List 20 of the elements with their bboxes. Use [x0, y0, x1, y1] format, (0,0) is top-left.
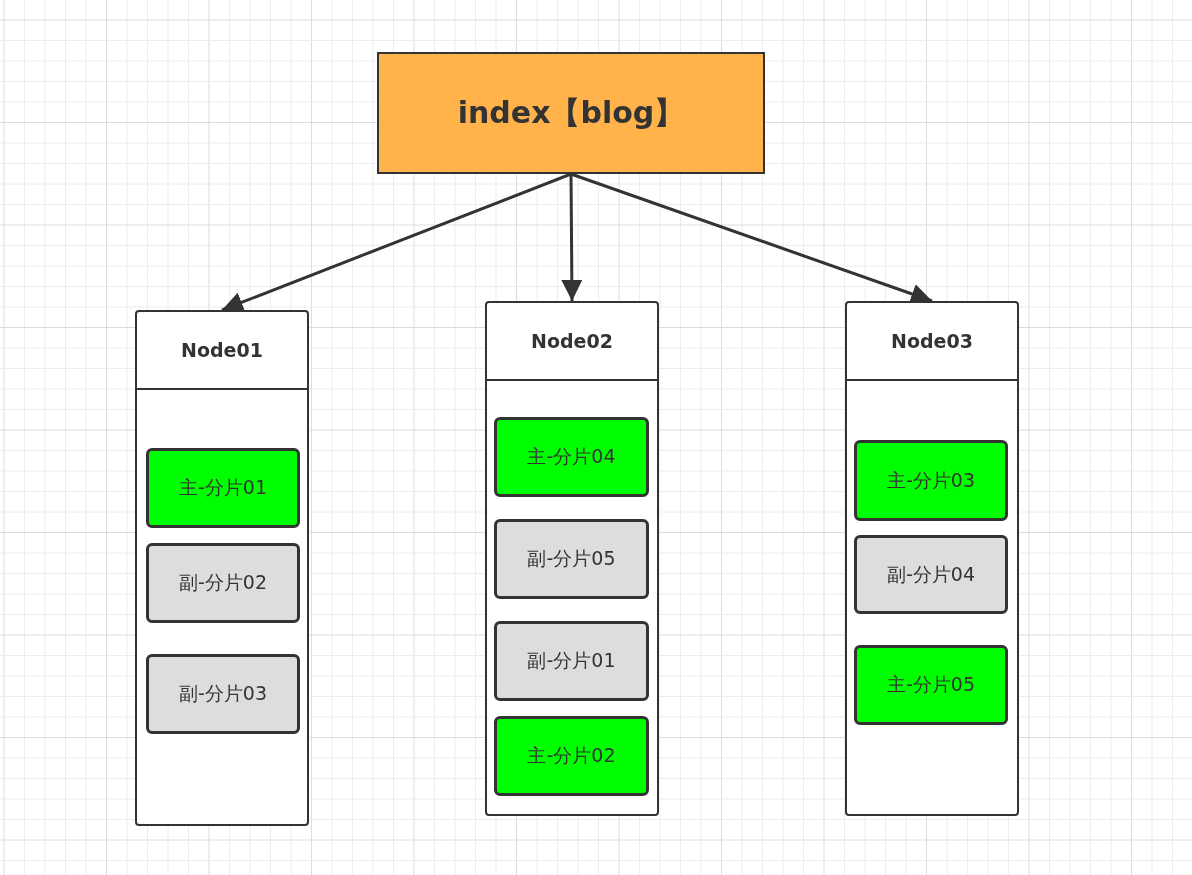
arrow [570, 172, 933, 304]
column-header: Node01 [137, 312, 307, 390]
node-column [135, 310, 309, 826]
shard-box: 副-分片03 [146, 654, 300, 734]
column-header: Node02 [487, 303, 657, 381]
column-header: Node03 [847, 303, 1017, 381]
shard-box: 主-分片01 [146, 448, 300, 528]
shard-box: 主-分片03 [854, 440, 1008, 521]
node-column [485, 301, 659, 816]
index-box: index【blog】 [377, 52, 765, 174]
arrow [561, 174, 583, 301]
shard-box: 主-分片02 [494, 716, 649, 796]
arrow [221, 172, 572, 313]
shard-box: 主-分片05 [854, 645, 1008, 725]
shard-box: 副-分片02 [146, 543, 300, 623]
shard-box: 副-分片01 [494, 621, 649, 701]
shard-box: 主-分片04 [494, 417, 649, 497]
shard-box: 副-分片05 [494, 519, 649, 599]
node-column [845, 301, 1019, 816]
shard-box: 副-分片04 [854, 535, 1008, 614]
